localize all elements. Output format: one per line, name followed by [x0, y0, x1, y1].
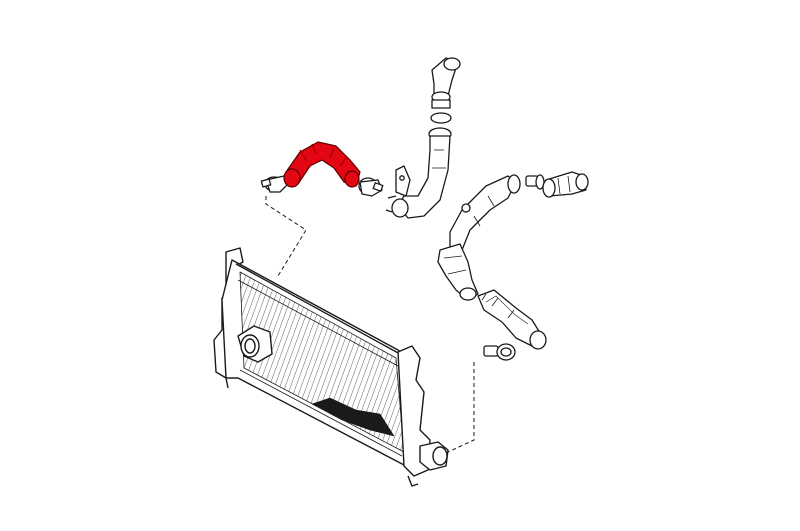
middle-clamp [358, 177, 384, 197]
left-clamp [260, 175, 289, 193]
highlighted-hose-left-end [283, 168, 301, 188]
leader-line-left [265, 196, 307, 277]
intercooler [213, 247, 449, 487]
vertical-metal-pipe [385, 127, 452, 219]
lower-connector-pipe [437, 243, 479, 301]
upper-elbow-hose [430, 57, 461, 124]
highlighted-hose-right-end [344, 170, 360, 188]
leader-lines [265, 196, 475, 453]
pipe-bracket [395, 165, 411, 197]
leader-line-right [447, 362, 475, 453]
intercooler-shading [311, 397, 395, 437]
right-small-clamp [525, 174, 545, 190]
lower-clamp [483, 343, 516, 361]
intercooler-right-outlet [419, 441, 449, 471]
intercooler-right-tank [397, 345, 431, 477]
short-right-hose [542, 171, 589, 198]
intercooler-left-inlet [237, 325, 273, 363]
lower-hose [477, 289, 547, 350]
right-upper-pipe [449, 174, 545, 253]
highlighted-hose [283, 141, 361, 188]
